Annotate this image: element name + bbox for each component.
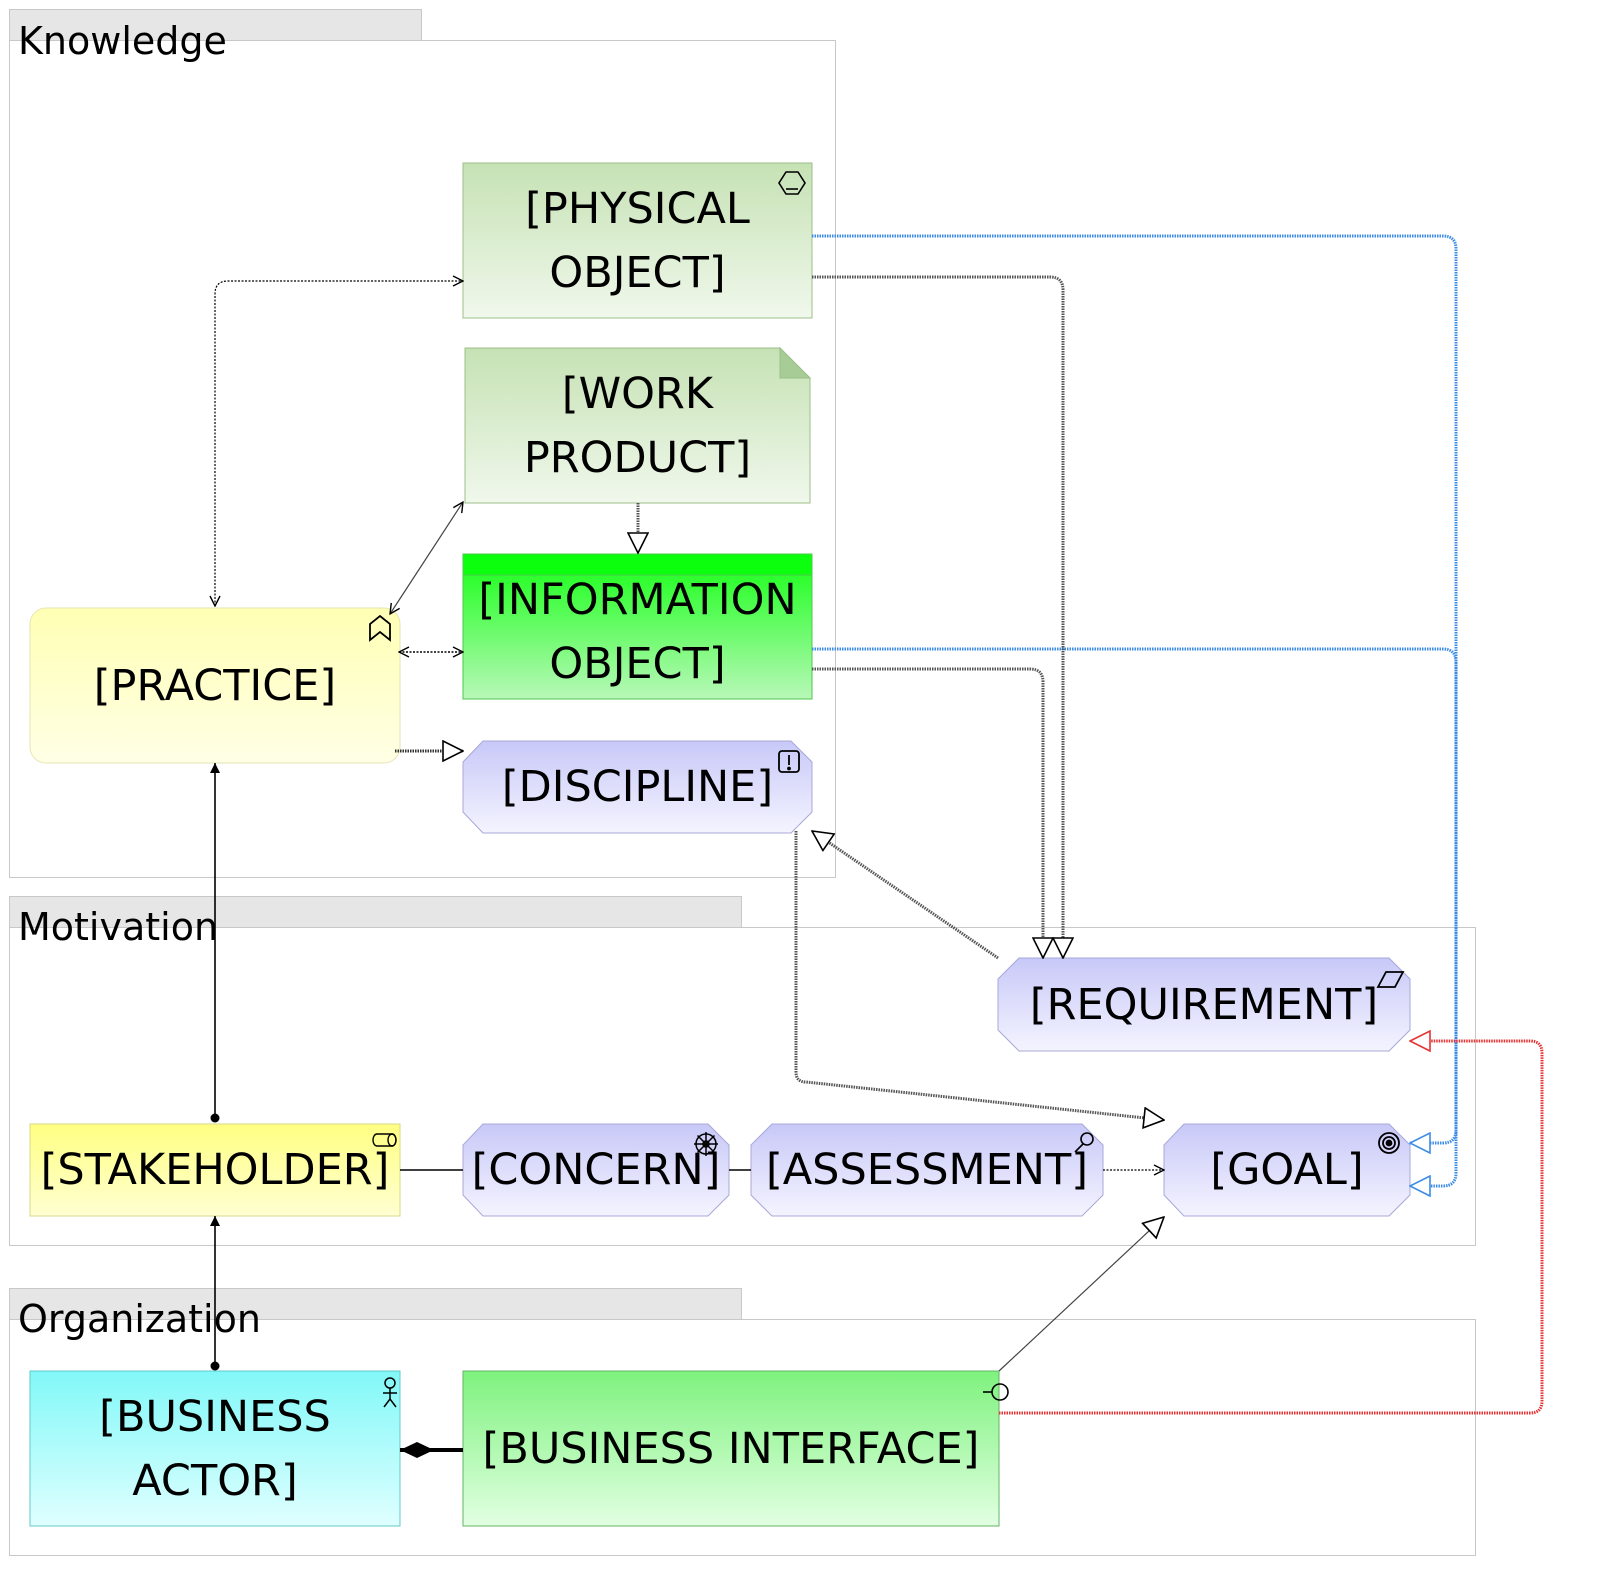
node-label: [GOAL] xyxy=(1210,1145,1364,1195)
node-concern[interactable]: [CONCERN] xyxy=(463,1124,729,1216)
stakeholder-shape[interactable] xyxy=(29,1123,401,1217)
requirement-shape[interactable] xyxy=(997,957,1411,1052)
node-label: [DISCIPLINE] xyxy=(501,762,774,812)
node-business-interface[interactable]: [BUSINESS INTERFACE] xyxy=(463,1371,999,1526)
link-information-object-requirement[interactable] xyxy=(812,667,1043,958)
assessment-magnifier-icon xyxy=(1074,1132,1094,1153)
actor-stick-figure-icon xyxy=(383,1377,397,1408)
business-actor-shape[interactable] xyxy=(29,1370,401,1527)
node-stakeholder[interactable]: [STAKEHOLDER] xyxy=(30,1124,400,1216)
work-product-shape[interactable] xyxy=(464,347,811,504)
group-tab-knowledge xyxy=(9,9,422,41)
node-label: [ASSESSMENT] xyxy=(765,1145,1089,1195)
node-business-actor[interactable]: [BUSINESS ACTOR] xyxy=(80,1371,350,1526)
assessment-shape[interactable] xyxy=(750,1123,1104,1217)
function-chevron-icon xyxy=(369,614,391,642)
node-goal[interactable]: [GOAL] xyxy=(1164,1124,1410,1216)
group-motivation[interactable] xyxy=(9,927,1476,1246)
group-label-organization: Organization xyxy=(18,1297,261,1341)
goal-target-icon xyxy=(1378,1132,1400,1154)
node-label: [STAKEHOLDER] xyxy=(40,1145,390,1195)
node-label: [BUSINESS INTERFACE] xyxy=(482,1423,980,1474)
driver-wheel-icon xyxy=(694,1132,718,1156)
group-label-knowledge: Knowledge xyxy=(18,19,227,63)
node-information-object[interactable]: [INFORMATION OBJECT] xyxy=(466,565,809,699)
node-assessment[interactable]: [ASSESSMENT] xyxy=(751,1124,1103,1216)
node-label: [INFORMATION OBJECT] xyxy=(478,575,797,689)
equipment-icon xyxy=(778,171,806,195)
link-business-interface-goal[interactable] xyxy=(998,1217,1164,1372)
stakeholder-cylinder-icon xyxy=(372,1133,397,1147)
principle-exclamation-icon xyxy=(778,750,800,773)
physical-object-shape[interactable] xyxy=(462,162,813,319)
node-physical-object[interactable]: [PHYSICAL OBJECT] xyxy=(490,163,785,318)
node-label: [PRACTICE] xyxy=(93,660,337,711)
link-discipline-goal[interactable] xyxy=(794,831,1164,1120)
group-organization[interactable] xyxy=(9,1319,1476,1556)
node-practice[interactable]: [PRACTICE] xyxy=(30,608,400,763)
node-label: [CONCERN] xyxy=(471,1145,721,1195)
link-practice-physical-object[interactable] xyxy=(215,281,463,606)
link-requirement-discipline[interactable] xyxy=(812,829,999,960)
node-work-product[interactable]: [WORK PRODUCT] xyxy=(490,348,785,503)
group-label-motivation: Motivation xyxy=(18,905,219,949)
node-label: [WORK PRODUCT] xyxy=(523,368,752,483)
group-knowledge[interactable] xyxy=(9,40,836,878)
goal-shape[interactable] xyxy=(1163,1123,1411,1217)
node-label: [BUSINESS ACTOR] xyxy=(99,1391,331,1506)
node-discipline[interactable]: [DISCIPLINE] xyxy=(463,741,812,833)
folded-corner xyxy=(779,346,812,379)
node-label: [REQUIREMENT] xyxy=(1029,979,1379,1030)
node-label: [PHYSICAL OBJECT] xyxy=(525,183,750,298)
link-information-object-goal[interactable] xyxy=(812,647,1458,1143)
node-requirement[interactable]: [REQUIREMENT] xyxy=(998,958,1410,1051)
concern-shape[interactable] xyxy=(462,1123,730,1217)
link-physical-object-requirement[interactable] xyxy=(812,275,1063,958)
interface-lollipop-icon xyxy=(983,1383,1009,1401)
information-object-shape[interactable] xyxy=(462,553,813,700)
link-business-interface-requirement[interactable] xyxy=(999,1041,1544,1415)
discipline-shape[interactable] xyxy=(462,740,813,834)
business-interface-shape[interactable] xyxy=(462,1370,1000,1527)
link-practice-work-product[interactable] xyxy=(390,502,463,614)
requirement-parallelogram-icon xyxy=(1376,971,1405,988)
